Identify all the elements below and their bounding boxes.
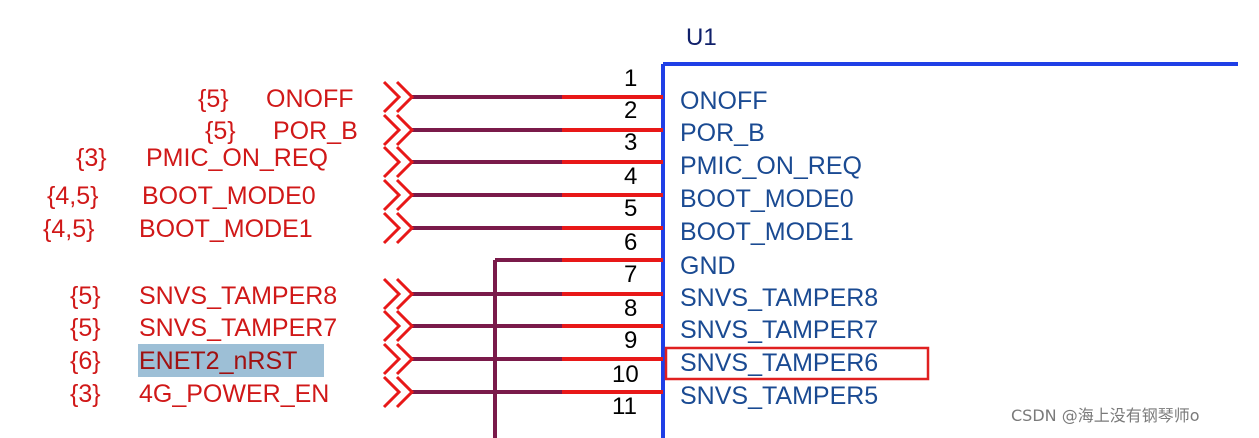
pin-number: 3	[624, 129, 637, 156]
sheet-ref: {4,5}	[47, 182, 98, 210]
pin-highlight-box	[664, 346, 930, 381]
net-label: 4G_POWER_EN	[139, 380, 329, 408]
pin-stubs	[562, 95, 663, 394]
sheet-ref: {5}	[70, 314, 101, 342]
offpage-connector-icon	[382, 178, 415, 212]
wires	[412, 95, 562, 438]
offpage-connector-icon	[382, 342, 415, 376]
offpage-connector-icon	[382, 375, 415, 409]
pin-number: 4	[624, 163, 637, 190]
offpage-connector-icon	[382, 113, 415, 147]
sheet-ref: {3}	[76, 144, 107, 172]
pin-name: SNVS_TAMPER6	[680, 349, 878, 377]
sheet-ref: {3}	[70, 380, 101, 408]
pin-number: 6	[624, 229, 637, 256]
net-label: SNVS_TAMPER8	[139, 282, 337, 310]
net-label-highlight	[138, 344, 324, 377]
net-label: BOOT_MODE1	[139, 215, 313, 243]
offpage-connector-icon	[382, 309, 415, 343]
pin-number: 8	[624, 295, 637, 322]
offpage-connector-icon	[382, 145, 415, 179]
net-label: PMIC_ON_REQ	[146, 144, 328, 172]
pin-number: 11	[612, 393, 637, 420]
offpage-connectors	[382, 80, 415, 409]
net-label: ONOFF	[266, 85, 354, 113]
offpage-connector-icon	[382, 277, 415, 311]
pin-name: BOOT_MODE0	[680, 185, 854, 213]
pin-number: 2	[624, 97, 637, 124]
pin-name: SNVS_TAMPER5	[680, 382, 878, 410]
pin-number: 10	[612, 361, 639, 388]
sheet-ref: {4,5}	[43, 215, 94, 243]
component-refdes: U1	[686, 24, 717, 51]
pin-name: ONOFF	[680, 87, 768, 115]
sheet-ref: {5}	[205, 117, 236, 145]
pin-name: SNVS_TAMPER8	[680, 284, 878, 312]
sheet-ref: {5}	[70, 282, 101, 310]
pin-name: PMIC_ON_REQ	[680, 152, 862, 180]
net-label: POR_B	[273, 117, 358, 145]
pin-name: SNVS_TAMPER7	[680, 316, 878, 344]
pin-number: 9	[624, 327, 637, 354]
net-label: BOOT_MODE0	[142, 182, 316, 210]
sheet-ref: {6}	[70, 347, 101, 375]
pin-number: 7	[624, 261, 637, 288]
sheet-ref: {5}	[198, 85, 229, 113]
pin-name: POR_B	[680, 119, 765, 147]
watermark: CSDN @海上没有钢琴师o	[1011, 406, 1200, 425]
offpage-connector-icon	[382, 80, 415, 114]
pin-number: 1	[624, 65, 637, 92]
pin-name: GND	[680, 252, 736, 280]
net-label: SNVS_TAMPER7	[139, 314, 337, 342]
offpage-connector-icon	[382, 211, 415, 245]
pin-number: 5	[624, 195, 637, 222]
net-label-selected: ENET2_nRST	[139, 347, 297, 375]
pin-name: BOOT_MODE1	[680, 218, 854, 246]
